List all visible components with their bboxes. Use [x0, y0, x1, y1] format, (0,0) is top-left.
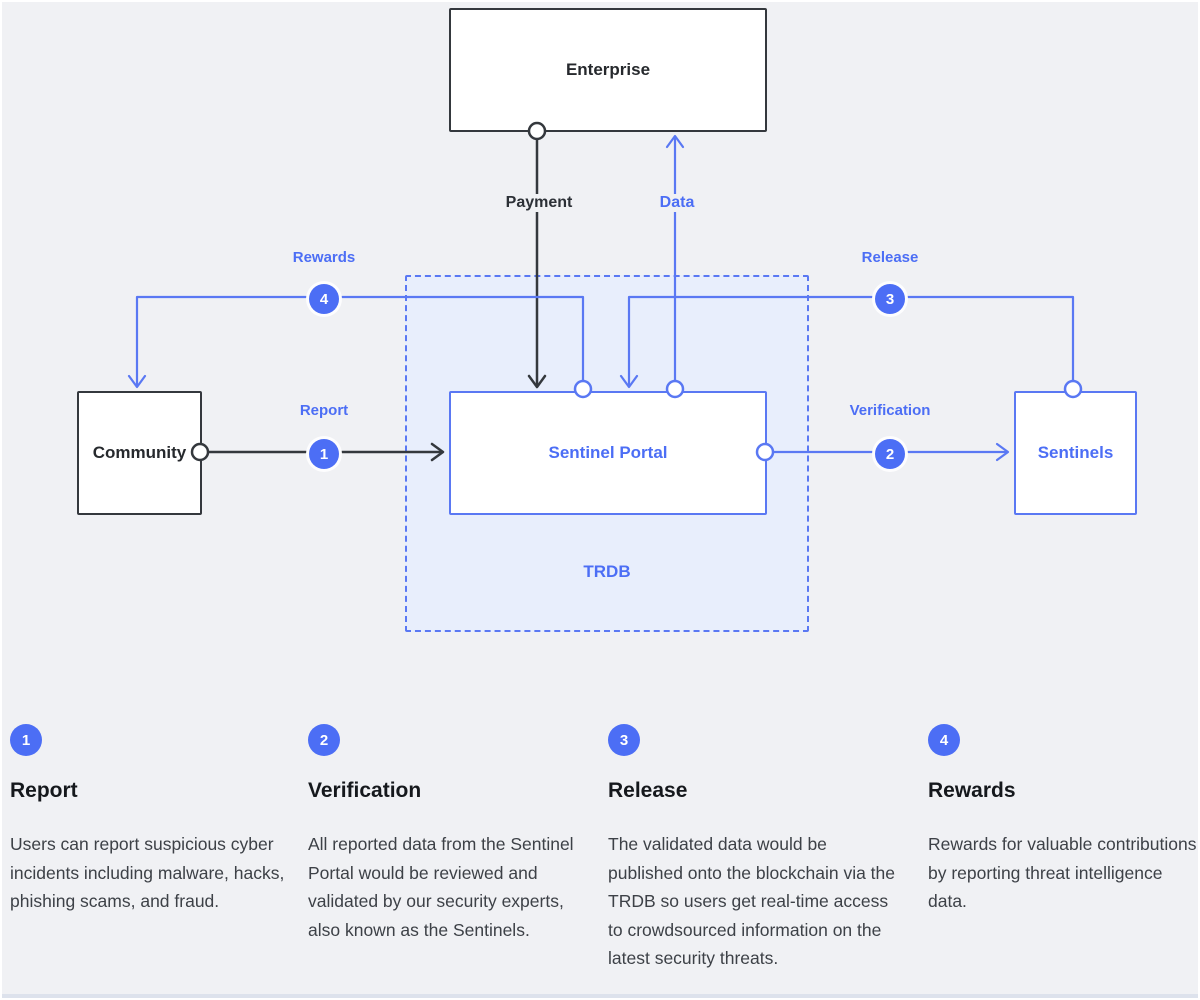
- report-step-badge: 1: [309, 439, 339, 469]
- arrow-down-icon: [127, 374, 147, 389]
- enterprise-node: Enterprise: [449, 8, 767, 132]
- trdb-label: TRDB: [583, 562, 631, 581]
- step-verification-title: Verification: [308, 779, 422, 802]
- verification-step-badge: 2: [875, 439, 905, 469]
- sentinel-portal-node: Sentinel Portal: [449, 391, 767, 515]
- bottom-section-divider: [2, 994, 1198, 998]
- report-edge-label: Report: [299, 402, 349, 419]
- step-release: 3 Release The validated data would be pu…: [608, 724, 896, 973]
- step-rewards-badge: 4: [928, 724, 960, 756]
- step-verification-badge: 2: [308, 724, 340, 756]
- enterprise-label: Enterprise: [565, 60, 651, 79]
- step-report-description: Users can report suspicious cyber incide…: [10, 834, 285, 911]
- community-label: Community: [92, 443, 187, 462]
- step-report: 1 Report Users can report suspicious cyb…: [10, 724, 298, 916]
- step-verification: 2 Verification All reported data from th…: [308, 724, 596, 944]
- step-release-badge: 3: [608, 724, 640, 756]
- payment-edge-label: Payment: [500, 194, 578, 212]
- rewards-step-badge: 4: [309, 284, 339, 314]
- sentinel-portal-label: Sentinel Portal: [548, 443, 668, 462]
- sentinels-label: Sentinels: [1037, 443, 1114, 462]
- step-rewards-title: Rewards: [928, 779, 1016, 802]
- release-edge-label: Release: [861, 249, 919, 266]
- step-release-description: The validated data would be published on…: [608, 834, 896, 968]
- sentinels-node: Sentinels: [1014, 391, 1137, 515]
- arrow-up-icon: [665, 134, 685, 149]
- verification-edge-label: Verification: [849, 402, 931, 419]
- step-verification-description: All reported data from the Sentinel Port…: [308, 834, 574, 940]
- rewards-edge-label: Rewards: [292, 249, 356, 266]
- release-step-badge: 3: [875, 284, 905, 314]
- step-report-badge: 1: [10, 724, 42, 756]
- data-edge-label: Data: [654, 194, 700, 212]
- step-rewards: 4 Rewards Rewards for valuable contribut…: [928, 724, 1198, 916]
- step-release-title: Release: [608, 779, 688, 802]
- community-node: Community: [77, 391, 202, 515]
- arrow-right-icon: [995, 442, 1010, 462]
- step-report-title: Report: [10, 779, 78, 802]
- step-rewards-description: Rewards for valuable contributions by re…: [928, 834, 1197, 911]
